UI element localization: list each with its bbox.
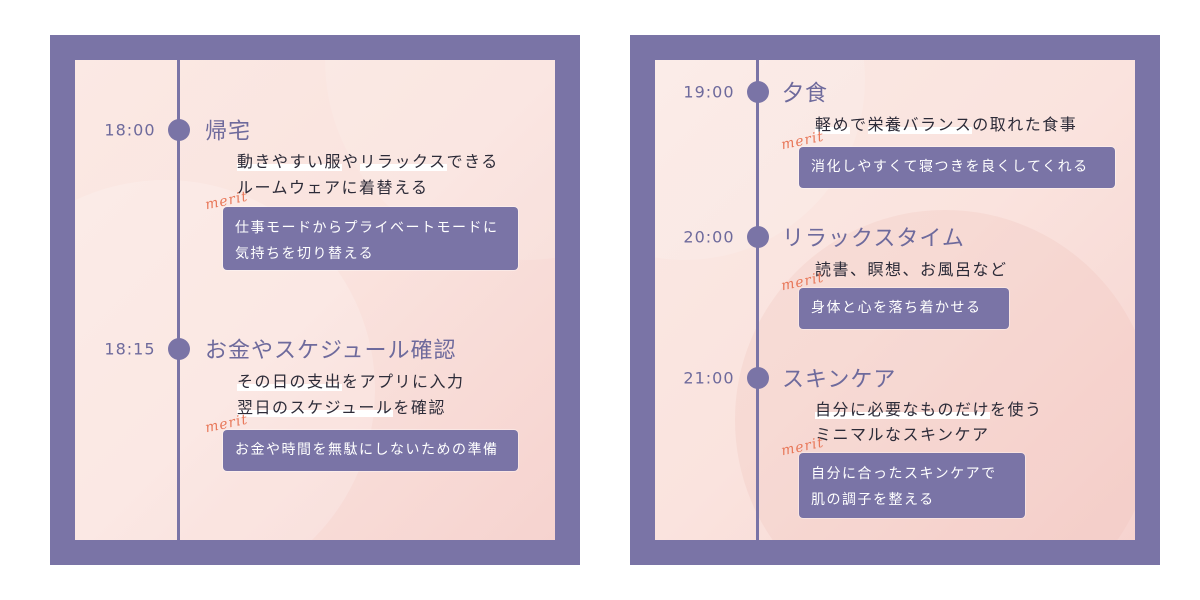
description-text: を確認 — [393, 398, 446, 417]
highlighted-text: リラックス — [359, 152, 447, 171]
time-label: 20:00 — [683, 227, 735, 247]
timeline-line — [177, 60, 180, 540]
time-label: 19:00 — [683, 82, 735, 102]
description-line: 動きやすい服やリラックスできる — [237, 148, 499, 172]
description-line: 翌日のスケジュールを確認 — [237, 394, 446, 418]
description-text: ミニマルなスキンケア — [815, 425, 990, 444]
timeline-panel-right: 19:00 夕食軽めで栄養バランスの取れた食事消化しやすくて寝つきを良くしてくれる… — [630, 35, 1160, 565]
description-text: をアプリに入力 — [342, 372, 465, 391]
merit-box: 消化しやすくて寝つきを良くしてくれる — [799, 147, 1115, 188]
timeline-dot-icon — [746, 367, 769, 389]
description-line: 軽めで栄養バランスの取れた食事 — [815, 111, 1077, 135]
description-line: ミニマルなスキンケア — [815, 421, 990, 445]
merit-text: 身体と心を落ち着かせる — [811, 300, 982, 316]
item-title: 帰宅 — [205, 119, 252, 145]
merit-box: お金や時間を無駄にしないための準備 — [223, 430, 518, 471]
merit-text: 肌の調子を整える — [811, 492, 935, 508]
timeline-dot-icon — [167, 338, 190, 360]
description-text: 読書、瞑想、お風呂など — [815, 260, 1008, 279]
item-title: お金やスケジュール確認 — [205, 338, 457, 364]
item-title: スキンケア — [782, 367, 897, 393]
panel-background: 19:00 夕食軽めで栄養バランスの取れた食事消化しやすくて寝つきを良くしてくれる… — [655, 60, 1135, 540]
time-label: 18:00 — [104, 120, 156, 140]
merit-text: 仕事モードからプライベートモードに — [235, 220, 499, 236]
merit-text: 消化しやすくて寝つきを良くしてくれる — [811, 159, 1089, 175]
description-line: その日の支出をアプリに入力 — [237, 368, 465, 392]
description-text: できる — [446, 152, 499, 171]
time-label: 21:00 — [683, 368, 735, 388]
merit-box: 身体と心を落ち着かせる — [799, 288, 1009, 329]
description-text: ルームウェアに着替える — [237, 178, 429, 197]
description-text: で — [850, 115, 868, 134]
highlighted-text: 軽め — [815, 115, 851, 134]
description-line: 読書、瞑想、お風呂など — [815, 256, 1008, 280]
merit-text: お金や時間を無駄にしないための準備 — [235, 442, 499, 458]
merit-box: 仕事モードからプライベートモードに気持ちを切り替える — [223, 207, 518, 270]
timeline-dot-icon — [167, 119, 190, 141]
timeline-dot-icon — [746, 81, 769, 103]
highlighted-text: 翌日のスケジュール — [237, 398, 394, 417]
description-text: や — [342, 152, 360, 171]
merit-text: 気持ちを切り替える — [235, 246, 375, 262]
timeline-line — [756, 60, 759, 540]
merit-box: 自分に合ったスキンケアで肌の調子を整える — [799, 453, 1025, 518]
time-label: 18:15 — [104, 339, 156, 359]
merit-text: 自分に合ったスキンケアで — [811, 466, 997, 482]
highlighted-text: 動きやすい服 — [237, 152, 343, 171]
highlighted-text: 栄養バランス — [867, 115, 973, 134]
description-text: の取れた食事 — [972, 115, 1078, 134]
description-text: を使う — [990, 400, 1043, 419]
item-title: リラックスタイム — [782, 226, 965, 252]
item-title: 夕食 — [782, 81, 829, 107]
highlighted-text: その日の支出 — [237, 372, 343, 391]
description-line: ルームウェアに着替える — [237, 174, 429, 198]
description-line: 自分に必要なものだけを使う — [815, 396, 1043, 420]
timeline-dot-icon — [746, 226, 769, 248]
highlighted-text: 自分に必要なものだけ — [815, 400, 991, 419]
